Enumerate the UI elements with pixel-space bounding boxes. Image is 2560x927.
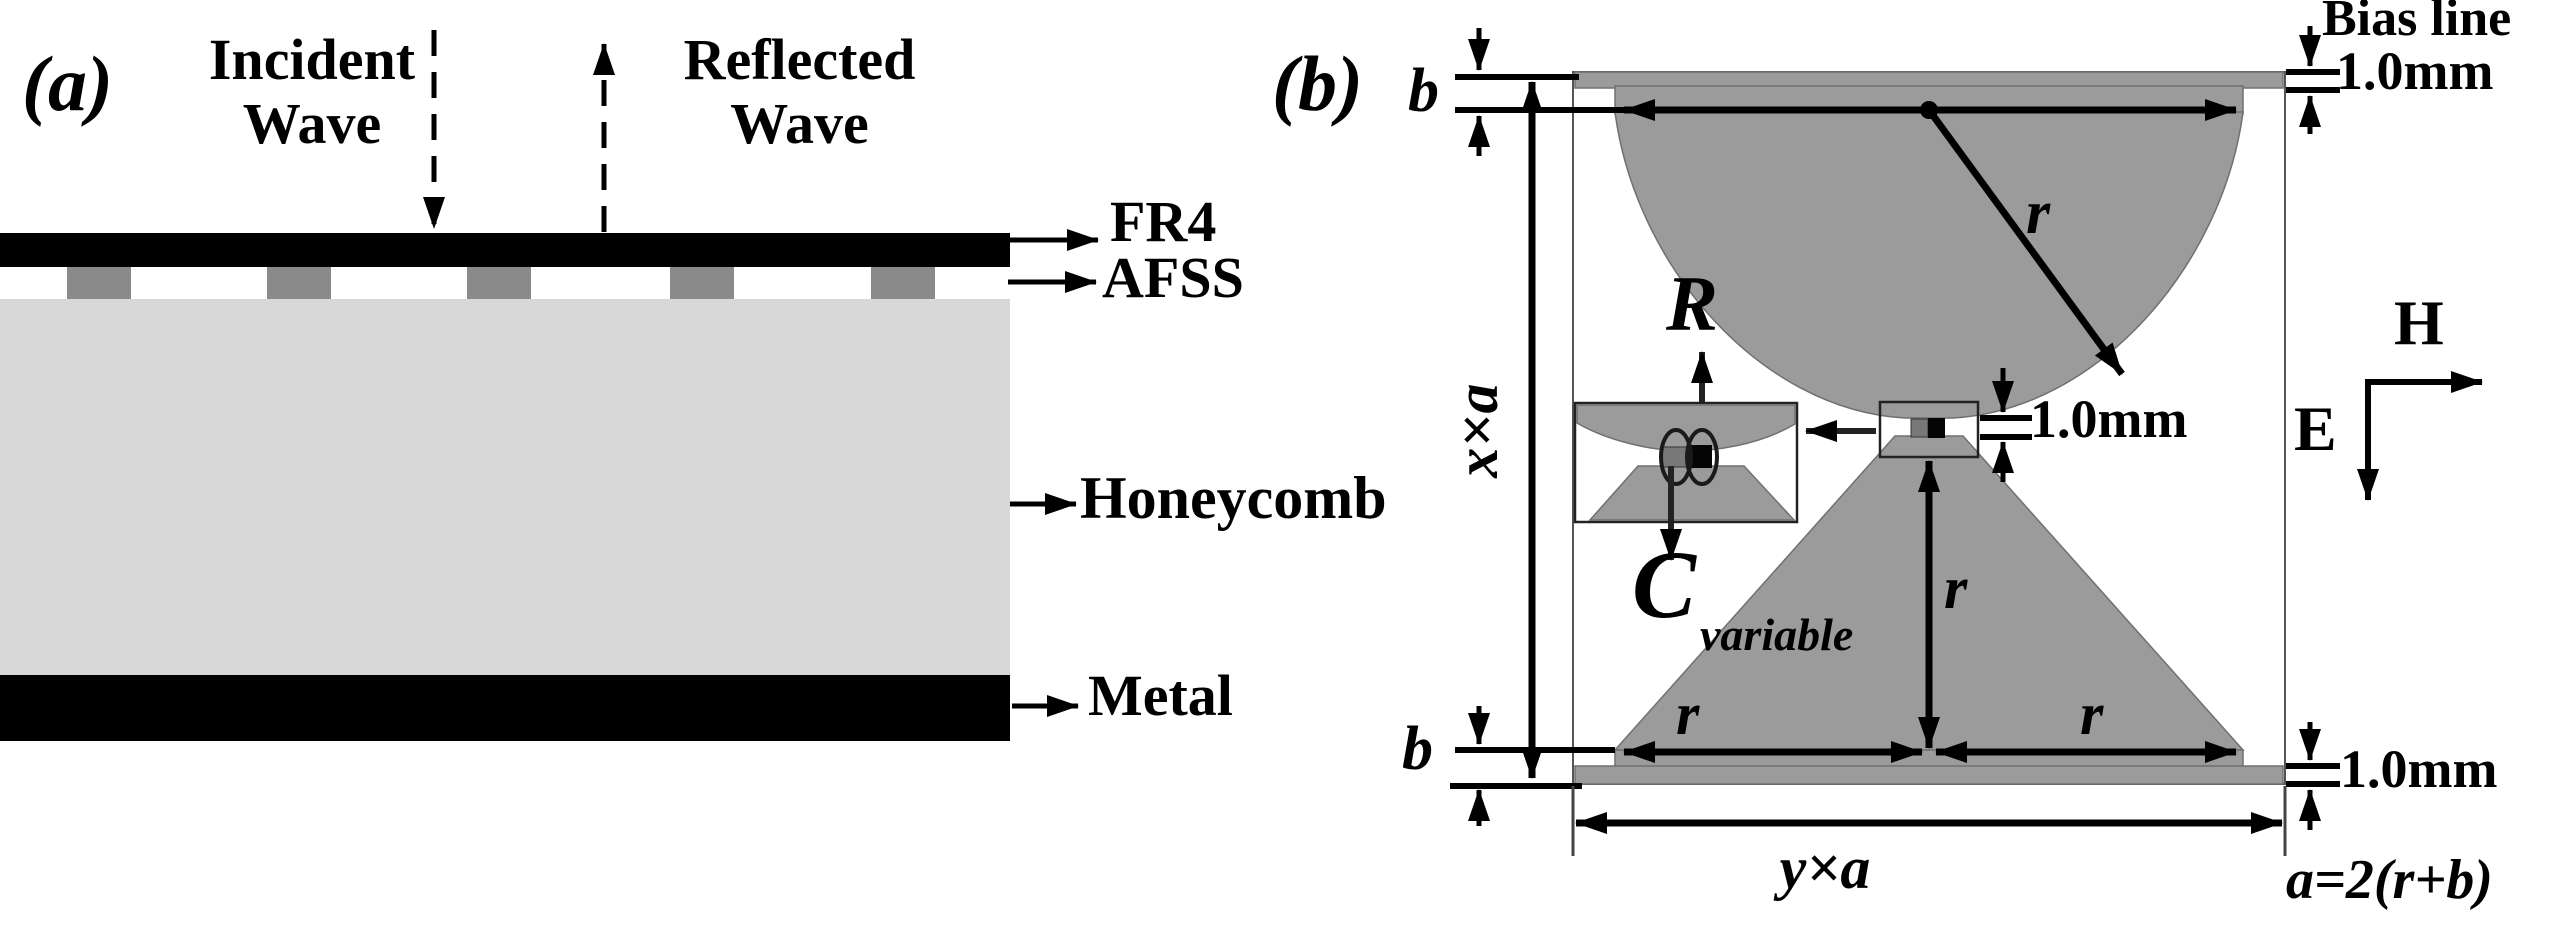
- fr4-label: FR4: [1110, 189, 1217, 254]
- metal-ground-layer: [0, 675, 1010, 741]
- panel-b-label: (b): [1272, 40, 1363, 127]
- bias-line-label: Bias line: [2322, 0, 2512, 47]
- capacitor-label: C: [1632, 531, 1697, 638]
- metal-label: Metal: [1088, 663, 1233, 728]
- gap-thickness-label: 1.0mm: [2030, 389, 2188, 449]
- panel-a-label: (a): [22, 40, 113, 127]
- b-top-label: b: [1408, 57, 1439, 125]
- resistor-label: R: [1666, 260, 1719, 347]
- incident-wave-label-line1: Incident: [208, 27, 416, 92]
- capacitor-subscript-label: variable: [1700, 609, 1854, 660]
- y-a-dimension-label: y×a: [1779, 835, 1871, 901]
- afss-square: [670, 267, 734, 299]
- e-axis-label: E: [2294, 393, 2337, 464]
- r-center-label: r: [1944, 555, 1968, 621]
- panel-a-drawing: [0, 30, 1099, 741]
- b-bottom-label: b: [1402, 715, 1433, 783]
- gap-component-resistor: [1910, 418, 1929, 438]
- fr4-layer: [0, 233, 1010, 267]
- gap-detail-box: [1878, 400, 1980, 459]
- panel-b-drawing: [1450, 26, 2483, 856]
- reflected-wave-label-line1: Reflected: [683, 27, 916, 92]
- r-base-left-label: r: [1676, 681, 1700, 747]
- afss-square: [67, 267, 131, 299]
- bias-thickness-top-label: 1.0mm: [2336, 41, 2494, 101]
- honeycomb-layer: [0, 299, 1010, 675]
- afss-square: [467, 267, 531, 299]
- honeycomb-label: Honeycomb: [1080, 465, 1387, 531]
- resistor-ellipse: [1659, 428, 1693, 486]
- x-a-dimension-label: x×a: [1443, 383, 1510, 478]
- r-radial-label: r: [2026, 179, 2051, 247]
- gap-component-capacitor: [1928, 418, 1945, 438]
- h-axis-label: H: [2394, 287, 2444, 358]
- inset-capacitor: [1688, 445, 1712, 468]
- bias-thickness-bottom-label: 1.0mm: [2340, 739, 2498, 799]
- afss-square: [871, 267, 935, 299]
- r-base-right-label: r: [2080, 681, 2104, 747]
- inset-resistor: [1661, 446, 1689, 468]
- bottom-bias-line-strip: [1574, 765, 2284, 785]
- reflected-wave-label-line2: Wave: [730, 91, 869, 156]
- semicircle-patch: [1614, 111, 2244, 419]
- radius-arrow: [1926, 107, 2125, 377]
- incident-wave-label-line2: Wave: [242, 91, 382, 156]
- period-formula-label: a=2(r+b): [2286, 849, 2493, 911]
- afss-square: [267, 267, 331, 299]
- afss-label: AFSS: [1102, 245, 1244, 310]
- capacitor-ellipse: [1685, 428, 1719, 486]
